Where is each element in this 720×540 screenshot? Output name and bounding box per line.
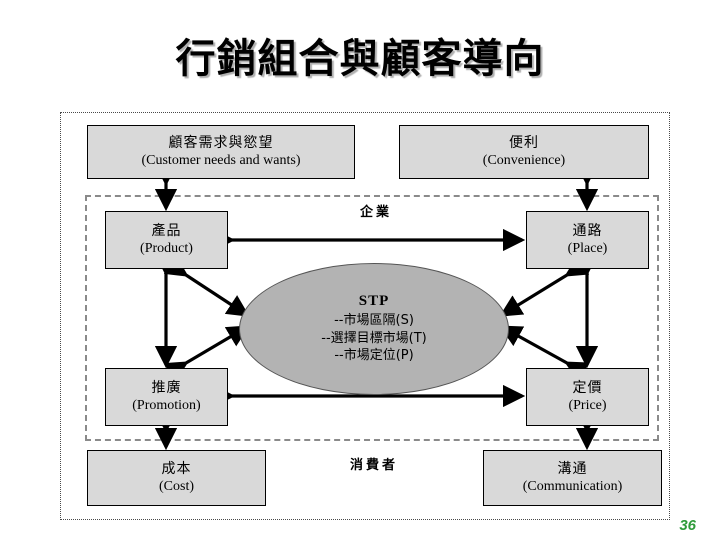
- page-title: 行銷組合與顧客導向: [175, 36, 545, 82]
- stp-ellipse: STP --市場區隔(S) --選擇目標市場(T) --市場定位(P): [239, 263, 509, 395]
- stp-line-positioning: --市場定位(P): [334, 348, 414, 364]
- stp-line-targeting: --選擇目標市場(T): [321, 330, 427, 346]
- node-product-cjk: 產品: [151, 222, 182, 239]
- node-promotion: 推廣 (Promotion): [105, 368, 228, 426]
- stp-line-segmentation: --市場區隔(S): [334, 313, 414, 329]
- node-communication: 溝通 (Communication): [483, 450, 662, 506]
- node-promotion-cjk: 推廣: [151, 379, 182, 396]
- enterprise-zone-frame: [85, 195, 659, 441]
- node-product-en: (Product): [140, 241, 193, 256]
- node-communication-en: (Communication): [522, 479, 623, 494]
- node-customer-needs: 顧客需求與慾望 (Customer needs and wants): [87, 125, 355, 179]
- node-place: 通路 (Place): [526, 211, 649, 269]
- stp-title: STP: [358, 293, 390, 310]
- node-price-en: (Price): [568, 398, 607, 413]
- node-convenience-en: (Convenience): [482, 153, 566, 168]
- node-product: 產品 (Product): [105, 211, 228, 269]
- diagram-outer-frame: 顧客需求與慾望 (Customer needs and wants) 便利 (C…: [60, 112, 670, 520]
- node-customer-needs-en: (Customer needs and wants): [141, 153, 301, 168]
- node-cost: 成本 (Cost): [87, 450, 266, 506]
- label-consumer: 消費者: [349, 458, 398, 473]
- node-convenience-cjk: 便利: [509, 134, 539, 151]
- node-customer-needs-cjk: 顧客需求與慾望: [168, 134, 274, 151]
- node-promotion-en: (Promotion): [132, 398, 201, 413]
- label-enterprise: 企業: [359, 205, 392, 220]
- node-cost-en: (Cost): [159, 479, 194, 494]
- node-price-cjk: 定價: [572, 379, 603, 396]
- node-cost-cjk: 成本: [161, 460, 192, 477]
- node-price: 定價 (Price): [526, 368, 649, 426]
- page-number: 36: [679, 517, 696, 534]
- node-place-en: (Place): [567, 241, 608, 256]
- node-communication-cjk: 溝通: [557, 460, 588, 477]
- node-place-cjk: 通路: [572, 222, 603, 239]
- node-convenience: 便利 (Convenience): [399, 125, 649, 179]
